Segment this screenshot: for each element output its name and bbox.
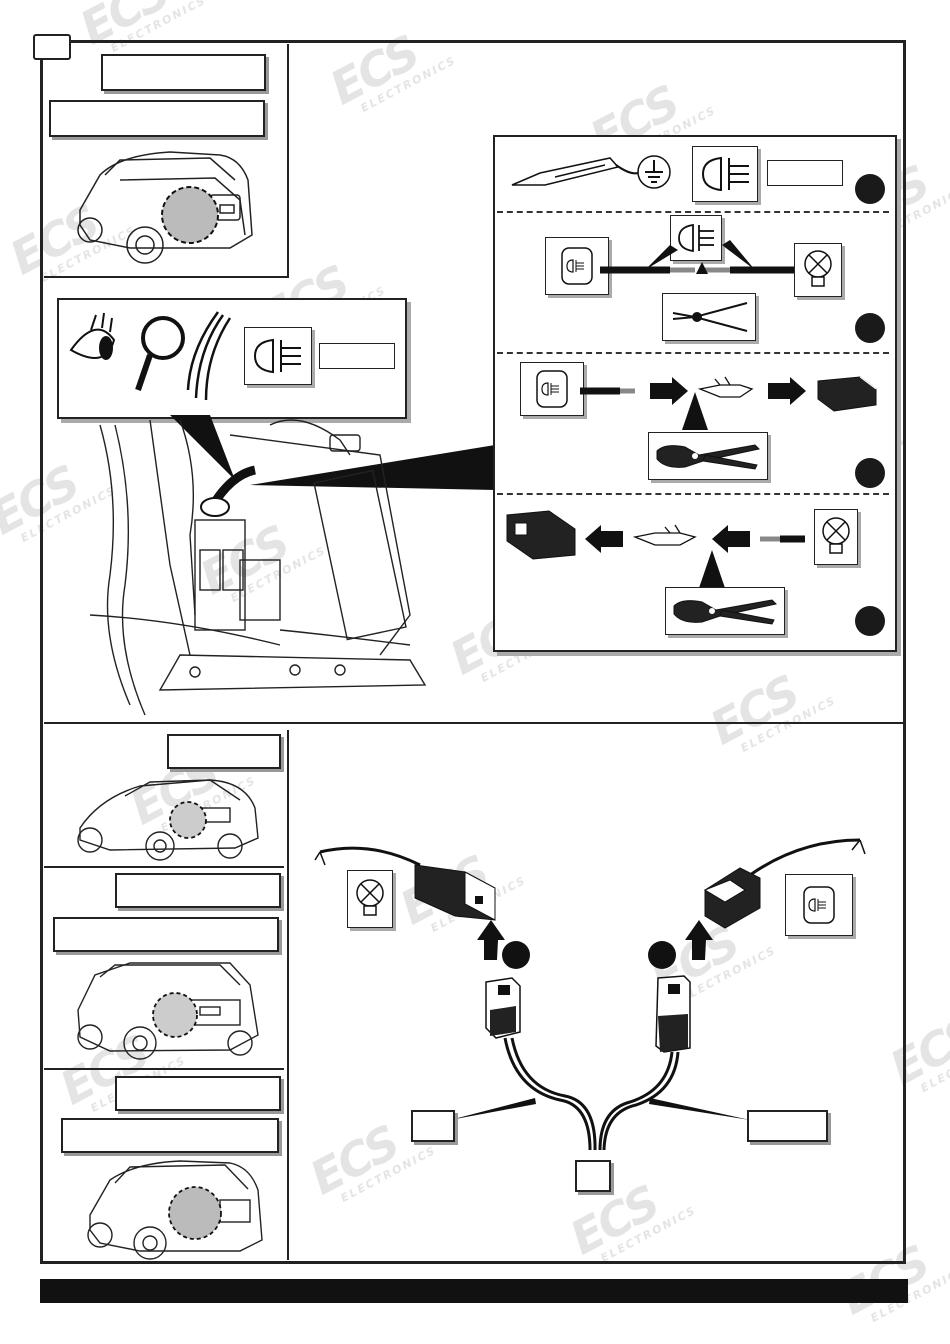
wire-label-right	[747, 1110, 828, 1142]
bulb-symbol-box	[347, 870, 393, 928]
installation-area-illustration	[89, 419, 427, 716]
voltage-tester-icon	[511, 157, 639, 186]
vehicle-model-label	[115, 1076, 281, 1111]
rear-fog-lamp-icon	[253, 338, 301, 374]
towbar-area-highlight	[169, 801, 207, 839]
step-marker-4	[855, 606, 885, 636]
terminal-icon	[697, 376, 754, 398]
step-separator	[497, 211, 889, 213]
eye-icon	[69, 312, 116, 360]
ground-icon	[637, 155, 671, 189]
step-marker-2	[855, 313, 885, 343]
magnifier-icon	[135, 316, 185, 391]
vehicle-variant-label	[61, 1118, 279, 1153]
vehicle-variant-label	[49, 100, 265, 137]
wire-label-common	[575, 1160, 611, 1192]
fog-lamp-symbol-box	[692, 146, 758, 202]
connector-housing-icon	[817, 376, 877, 412]
arrow-left-icon	[585, 525, 623, 553]
step-number-tab	[33, 34, 71, 60]
arrow-right-icon	[768, 377, 806, 405]
callout-pointers	[682, 392, 708, 430]
vehicle-model-label	[115, 873, 281, 908]
arrow-up-icon	[685, 920, 713, 960]
towbar-area-highlight	[168, 1186, 222, 1240]
switch-symbol-box	[545, 237, 609, 295]
crimping-tool-icon	[656, 444, 761, 470]
fog-lamp-symbol-box	[244, 327, 312, 385]
step-separator	[497, 352, 889, 354]
divider	[287, 730, 289, 1260]
crimp-sequence	[506, 510, 805, 560]
code-label-box	[767, 160, 843, 186]
wire-label-left	[411, 1110, 455, 1142]
rear-fog-lamp-icon	[701, 156, 749, 192]
page-frame	[40, 40, 906, 1264]
vehicle-variant-label	[53, 917, 279, 952]
connector-housing-icon	[506, 510, 576, 560]
terminal-icon	[632, 524, 697, 546]
step-separator	[497, 493, 889, 495]
arrow-right-icon	[650, 377, 688, 405]
bulb-icon	[822, 517, 850, 554]
vehicle-model-label	[167, 734, 281, 769]
arrow-left-icon	[712, 525, 750, 553]
callout-pointers	[645, 240, 755, 274]
vehicle-illustration-3	[77, 962, 259, 1060]
vehicle-illustration-2	[77, 779, 259, 861]
pliers-box	[662, 293, 756, 341]
towbar-area-highlight	[152, 992, 198, 1038]
rear-fog-lamp-icon	[678, 223, 714, 253]
vehicle-model-label	[101, 54, 266, 91]
divider	[44, 1068, 284, 1070]
footer-bar	[40, 1279, 908, 1303]
fog-switch-icon	[561, 247, 593, 285]
connector-housing-icon	[703, 867, 761, 929]
fog-switch-icon	[803, 886, 835, 924]
step-marker-3	[648, 941, 676, 969]
fog-switch-icon	[536, 370, 568, 408]
bulb-symbol-box	[794, 243, 842, 297]
wire-harness-icon	[186, 311, 232, 401]
step-marker-1	[855, 174, 885, 204]
bulb-icon	[804, 250, 832, 287]
switch-symbol-box	[785, 874, 853, 936]
switch-symbol-box	[520, 362, 584, 416]
divider	[44, 866, 284, 868]
vehicle-illustration-1	[77, 151, 253, 264]
bulb-icon	[356, 879, 384, 916]
connector-housing-icon	[414, 864, 496, 921]
towbar-area-highlight	[161, 186, 219, 244]
crimp-sequence	[580, 376, 877, 412]
crimper-box	[648, 432, 768, 480]
step-marker-4	[502, 941, 530, 969]
step-marker-3	[855, 458, 885, 488]
divider	[287, 44, 289, 278]
crimping-tool-icon	[673, 599, 778, 625]
vehicle-illustration-4	[87, 1160, 263, 1260]
callout-pointers	[699, 550, 725, 588]
wiring-diagram	[314, 838, 866, 1151]
code-label-box	[319, 343, 395, 369]
divider	[44, 722, 904, 724]
divider	[44, 276, 289, 278]
connector-housing-icon	[485, 977, 521, 1039]
crimper-box	[665, 587, 785, 635]
fog-lamp-symbol-box	[670, 215, 722, 261]
connector-housing-icon	[655, 975, 691, 1053]
cut-wire	[600, 266, 795, 274]
bulb-symbol-box	[814, 509, 858, 565]
cutting-pliers-icon	[672, 302, 748, 332]
arrow-up-icon	[477, 920, 505, 960]
